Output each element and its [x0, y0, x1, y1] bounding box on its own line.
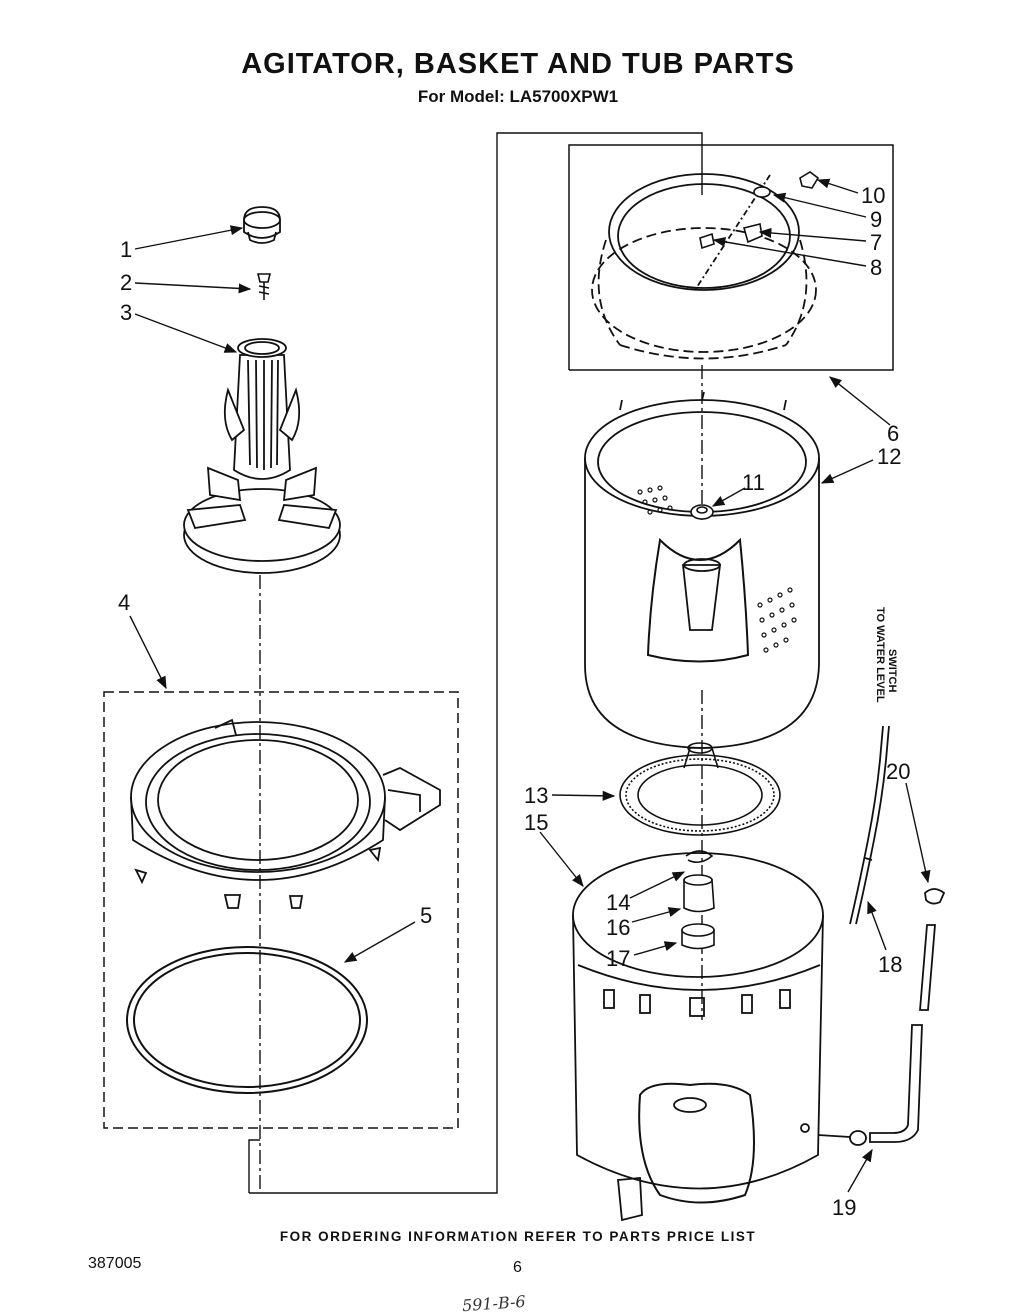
callout-leader-lines: [129, 178, 931, 1193]
svg-text:TO WATER LEVEL: TO WATER LEVEL: [874, 607, 886, 703]
retaining-ring-14: [685, 850, 714, 864]
callout-15: 15: [524, 810, 548, 835]
fastener-8: [699, 232, 715, 250]
callout-5: 5: [420, 903, 432, 928]
agitator-screw: [256, 273, 272, 300]
group-box-4: [103, 691, 459, 1129]
callout-10: 10: [861, 183, 885, 208]
tub-ring-seal: [126, 946, 368, 1094]
callout-numbers: 1 2 3 4 5 6 7 8 9 10 11 12 13 15 14 16 1…: [118, 183, 910, 1220]
svg-text:SWITCH: SWITCH: [886, 649, 898, 692]
ordering-note: FOR ORDERING INFORMATION REFER TO PARTS …: [279, 1229, 757, 1244]
callout-2: 2: [120, 270, 132, 295]
callout-14: 14: [606, 890, 630, 915]
fastener-7: [743, 223, 763, 244]
callout-12: 12: [877, 444, 901, 469]
page-number: 6: [513, 1259, 522, 1276]
fastener-9: [753, 186, 771, 198]
water-level-switch-label: TO WATER LEVEL SWITCH: [874, 607, 898, 703]
callout-7: 7: [870, 230, 882, 255]
callout-17: 17: [606, 946, 630, 971]
callout-4: 4: [118, 590, 130, 615]
callout-9: 9: [870, 207, 882, 232]
basket-perforations: [637, 485, 797, 653]
hub-components: [681, 850, 715, 950]
outer-tub: [572, 852, 824, 1222]
callout-13: 13: [524, 783, 548, 808]
assembly-connector-lines: [248, 132, 703, 1194]
callout-1: 1: [120, 237, 132, 262]
document-number: 387005: [88, 1255, 142, 1272]
balance-ring-fasteners: [699, 171, 820, 250]
group-box-6: [568, 144, 894, 371]
pressure-hose-18: [849, 725, 884, 925]
basket-drive-nut: [690, 504, 714, 520]
fastener-10: [799, 171, 820, 189]
callout-20: 20: [886, 759, 910, 784]
callout-8: 8: [870, 255, 882, 280]
agitator-cap: [243, 206, 281, 244]
hoses: [817, 725, 946, 1146]
tub-vent-slots: [603, 989, 791, 1017]
callout-16: 16: [606, 915, 630, 940]
callout-18: 18: [878, 952, 902, 977]
drain-hose-19: [919, 924, 936, 1011]
callout-11: 11: [742, 470, 765, 495]
agitator: [183, 338, 341, 574]
page-title: AGITATOR, BASKET AND TUB PARTS: [241, 48, 795, 80]
model-subtitle: For Model: LA5700XPW1: [417, 87, 619, 106]
tub-ring: [130, 718, 441, 909]
seal-16: [683, 879, 715, 913]
clamp-20: [924, 888, 946, 905]
callout-19: 19: [832, 1195, 856, 1220]
callout-3: 3: [120, 300, 132, 325]
drive-hub-plate: [619, 742, 781, 836]
balance-ring: [591, 173, 817, 360]
callout-6: 6: [887, 421, 899, 446]
